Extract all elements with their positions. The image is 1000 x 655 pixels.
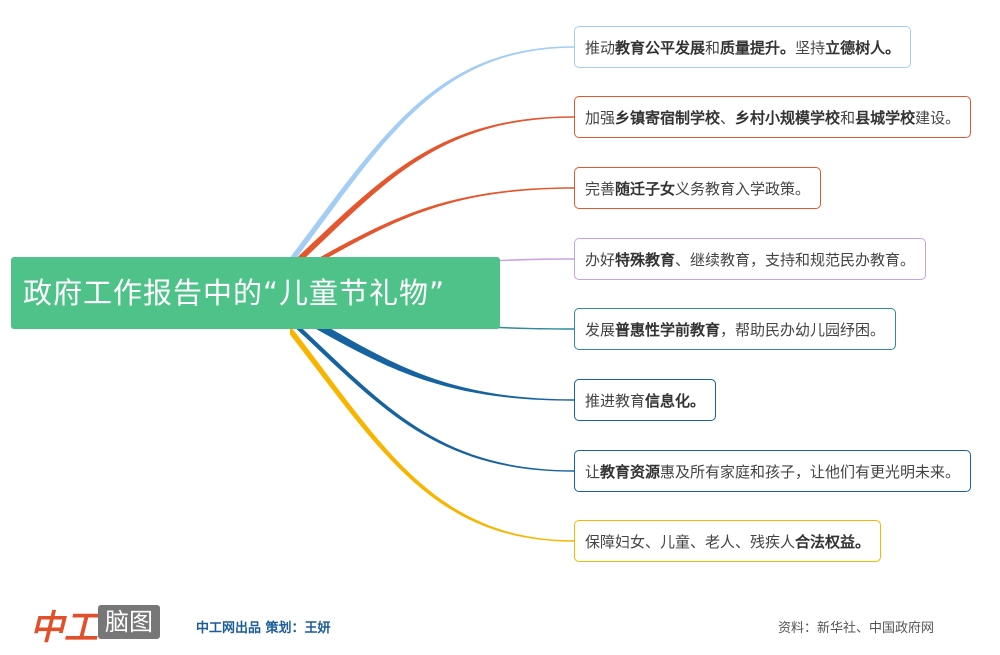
highlight-text: 信息化。 [645,392,706,410]
brand-logo: 中工 [30,608,98,648]
node-text: 、继续教育，支持和规范民办教育。 [675,251,916,269]
branch-link [290,305,574,401]
brand-badge: 脑图 [98,605,160,639]
credit-text: 中工网出品 策划：王妍 [196,621,331,636]
highlight-text: 教育公平发展 [615,39,706,57]
node-text: 让 [585,463,601,481]
branch-node: 发展普惠性学前教育，帮助民办幼儿园纾困。 [574,308,897,350]
node-text: 发展 [585,321,616,339]
highlight-text: 乡村小规模学校 [735,109,841,127]
branch-node: 完善随迁子女义务教育入学政策。 [574,167,822,209]
branch-link [290,46,574,267]
root-node: 政府工作报告中的“儿童节礼物” [11,257,500,329]
branch-node: 加强乡镇寄宿制学校、乡村小规模学校和县城学校建设。 [574,96,972,138]
node-text: 推进教育 [585,392,646,410]
node-text: 义务教育入学政策。 [675,180,811,198]
highlight-text: 立德树人。 [825,39,901,57]
branch-node: 让教育资源惠及所有家庭和孩子，让他们有更光明未来。 [574,450,972,492]
highlight-text: 随迁子女 [615,180,676,198]
node-text: 保障妇女、儿童、老人、残疾人 [585,533,796,551]
node-text: 办好 [585,251,616,269]
highlight-text: 普惠性学前教育 [615,321,721,339]
branch-node: 推动教育公平发展和质量提升。坚持立德树人。 [574,26,912,68]
node-text: 坚持 [795,39,826,57]
node-text: 加强 [585,109,616,127]
branch-node: 保障妇女、儿童、老人、残疾人合法权益。 [574,520,882,562]
highlight-text: 质量提升。 [720,39,796,57]
branch-link [290,116,574,272]
highlight-text: 县城学校 [855,109,916,127]
highlight-text: 合法权益。 [795,533,871,551]
node-text: 惠及所有家庭和孩子，让他们有更光明未来。 [660,463,961,481]
highlight-text: 教育资源 [600,463,661,481]
highlight-text: 特殊教育 [615,251,676,269]
node-text: 推动 [585,39,616,57]
node-text: 和 [705,39,721,57]
node-text: 建设。 [915,109,961,127]
source-text: 资料：新华社、中国政府网 [778,621,935,636]
highlight-text: 乡镇寄宿制学校 [615,109,721,127]
branch-link [290,317,574,472]
branch-node: 推进教育信息化。 [574,379,717,421]
node-text: 和 [840,109,856,127]
node-text: 、 [720,109,736,127]
node-text: 完善 [585,180,616,198]
branch-node: 办好特殊教育、继续教育，支持和规范民办教育。 [574,238,927,280]
node-text: ，帮助民办幼儿园纾困。 [720,321,886,339]
